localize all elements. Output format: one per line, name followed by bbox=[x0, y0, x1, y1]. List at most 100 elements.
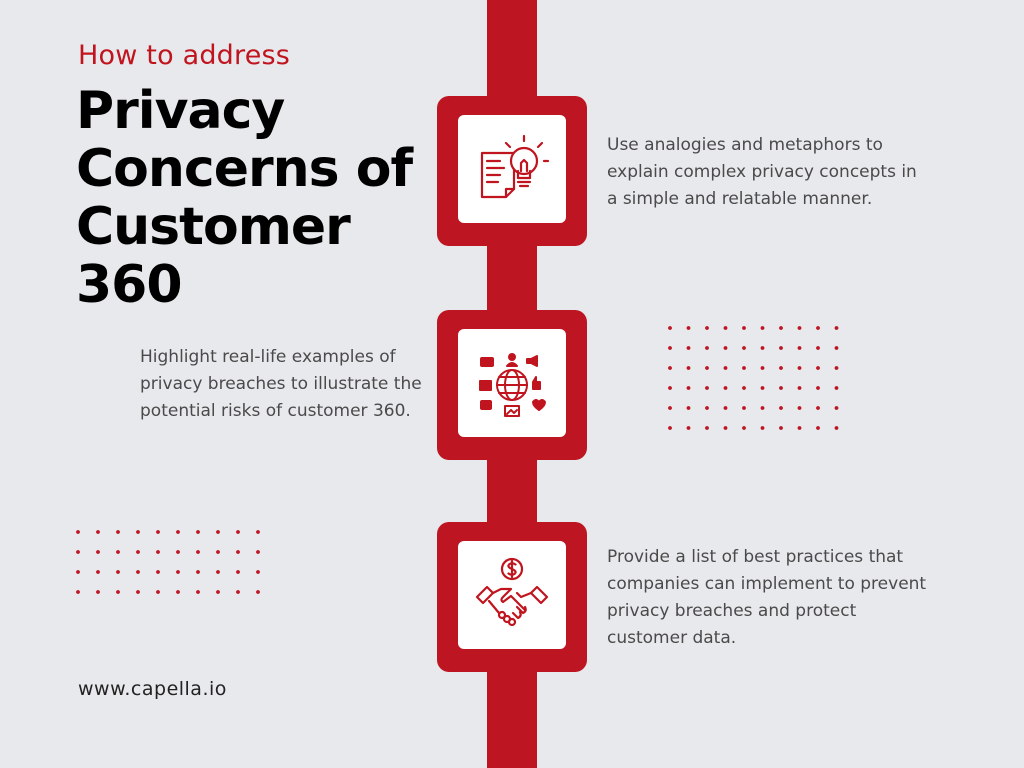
decorative-dot bbox=[779, 386, 783, 390]
decorative-dot bbox=[705, 406, 709, 410]
decorative-dot bbox=[136, 550, 140, 554]
decorative-dot bbox=[176, 530, 180, 534]
decorative-dot bbox=[76, 590, 80, 594]
decorative-dot bbox=[760, 346, 765, 350]
decorative-dot bbox=[216, 570, 220, 574]
decorative-dot bbox=[816, 386, 820, 390]
decorative-dot bbox=[723, 386, 728, 390]
decorative-dot bbox=[236, 590, 240, 594]
decorative-dot bbox=[834, 426, 839, 430]
decorative-dot bbox=[196, 590, 200, 594]
decorative-dot bbox=[668, 406, 672, 410]
handshake-dollar-icon bbox=[475, 557, 549, 627]
decorative-dot bbox=[723, 426, 728, 430]
decorative-dot bbox=[176, 590, 180, 594]
decorative-dot bbox=[723, 406, 728, 410]
decorative-dot bbox=[705, 326, 709, 330]
decorative-dot bbox=[668, 346, 672, 350]
decorative-dot bbox=[236, 550, 240, 554]
decorative-dot bbox=[834, 346, 839, 350]
decorative-dot bbox=[196, 570, 200, 574]
step-frame-1 bbox=[437, 96, 587, 246]
decorative-dot bbox=[742, 386, 746, 390]
decorative-dot bbox=[834, 366, 839, 370]
step-frame-3 bbox=[437, 522, 587, 672]
decorative-dot bbox=[136, 590, 140, 594]
decorative-dot bbox=[816, 346, 820, 350]
decorative-dot bbox=[256, 590, 260, 594]
decorative-dot bbox=[742, 366, 746, 370]
decorative-dot bbox=[176, 550, 180, 554]
website-link[interactable]: www.capella.io bbox=[78, 678, 227, 700]
decorative-dot bbox=[686, 366, 691, 370]
decorative-dot bbox=[723, 326, 728, 330]
decorative-dot bbox=[779, 346, 783, 350]
decorative-dot bbox=[236, 530, 240, 534]
decorative-dot bbox=[256, 550, 260, 554]
decorative-dot bbox=[779, 326, 783, 330]
decorative-dot bbox=[136, 530, 140, 534]
step-icon-box-3 bbox=[458, 541, 566, 649]
decorative-dot bbox=[686, 406, 691, 410]
decorative-dot bbox=[668, 426, 672, 430]
decorative-dot bbox=[256, 570, 260, 574]
decorative-dot bbox=[156, 590, 160, 594]
decorative-dot bbox=[96, 570, 100, 574]
decorative-dot bbox=[834, 326, 839, 330]
decorative-dot bbox=[705, 426, 709, 430]
decorative-dot bbox=[156, 550, 160, 554]
idea-document-icon bbox=[480, 134, 550, 199]
decorative-dot bbox=[116, 570, 120, 574]
decorative-dot bbox=[668, 386, 672, 390]
decorative-dot bbox=[742, 406, 746, 410]
decorative-dot bbox=[797, 326, 802, 330]
decorative-dot bbox=[834, 406, 839, 410]
globe-social-icon bbox=[479, 353, 546, 417]
decorative-dot bbox=[96, 590, 100, 594]
decorative-dot bbox=[116, 530, 120, 534]
decorative-dot bbox=[816, 406, 820, 410]
decorative-dot bbox=[705, 366, 709, 370]
decorative-dot bbox=[797, 366, 802, 370]
decorative-dot bbox=[216, 530, 220, 534]
decorative-dot bbox=[156, 570, 160, 574]
decorative-dot bbox=[76, 550, 80, 554]
decorative-dot bbox=[136, 570, 140, 574]
decorative-dot bbox=[723, 346, 728, 350]
decorative-dot bbox=[816, 426, 820, 430]
page-subtitle: How to address bbox=[78, 40, 291, 71]
decorative-dot bbox=[760, 366, 765, 370]
decorative-dot bbox=[760, 406, 765, 410]
step-icon-box-2 bbox=[458, 329, 566, 437]
decorative-dot bbox=[834, 386, 839, 390]
step-frame-2 bbox=[437, 310, 587, 460]
decorative-dot bbox=[797, 426, 802, 430]
decorative-dot bbox=[196, 550, 200, 554]
decorative-dot bbox=[156, 530, 160, 534]
step-description-2: Highlight real-life examples of privacy … bbox=[140, 347, 422, 421]
decorative-dot-grid-left bbox=[76, 530, 260, 594]
decorative-dot bbox=[797, 346, 802, 350]
decorative-dot bbox=[216, 550, 220, 554]
decorative-dot-grid-right bbox=[668, 326, 839, 430]
decorative-dot bbox=[686, 386, 691, 390]
decorative-dot bbox=[116, 550, 120, 554]
decorative-dot bbox=[196, 530, 200, 534]
decorative-dot bbox=[96, 550, 100, 554]
page-title: Privacy Concerns of Customer 360 bbox=[76, 81, 413, 315]
decorative-dot bbox=[760, 326, 765, 330]
decorative-dot bbox=[236, 570, 240, 574]
decorative-dot bbox=[797, 406, 802, 410]
decorative-dot bbox=[779, 406, 783, 410]
decorative-dot bbox=[760, 426, 765, 430]
decorative-dot bbox=[705, 346, 709, 350]
decorative-dot bbox=[76, 570, 80, 574]
decorative-dot bbox=[96, 530, 100, 534]
decorative-dot bbox=[742, 346, 746, 350]
decorative-dot bbox=[779, 366, 783, 370]
decorative-dot bbox=[76, 530, 80, 534]
decorative-dot bbox=[816, 366, 820, 370]
decorative-dot bbox=[216, 590, 220, 594]
decorative-dot bbox=[742, 326, 746, 330]
decorative-dot bbox=[256, 530, 260, 534]
